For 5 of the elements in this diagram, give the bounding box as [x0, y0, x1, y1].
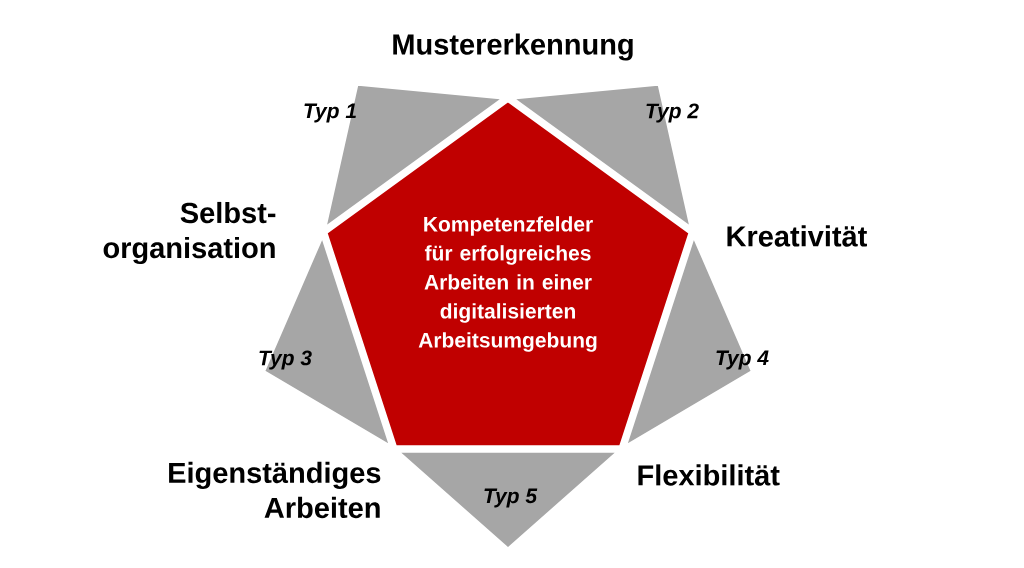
vertex-label: Flexibilität: [638, 464, 780, 486]
vertex-label: Selbst-organisation: [103, 201, 276, 265]
vertex-label: Eigenständiges Arbeiten: [169, 461, 381, 519]
vertex-label: Kreativität: [727, 225, 867, 247]
vertex-label: Mustererkennung: [393, 33, 633, 61]
